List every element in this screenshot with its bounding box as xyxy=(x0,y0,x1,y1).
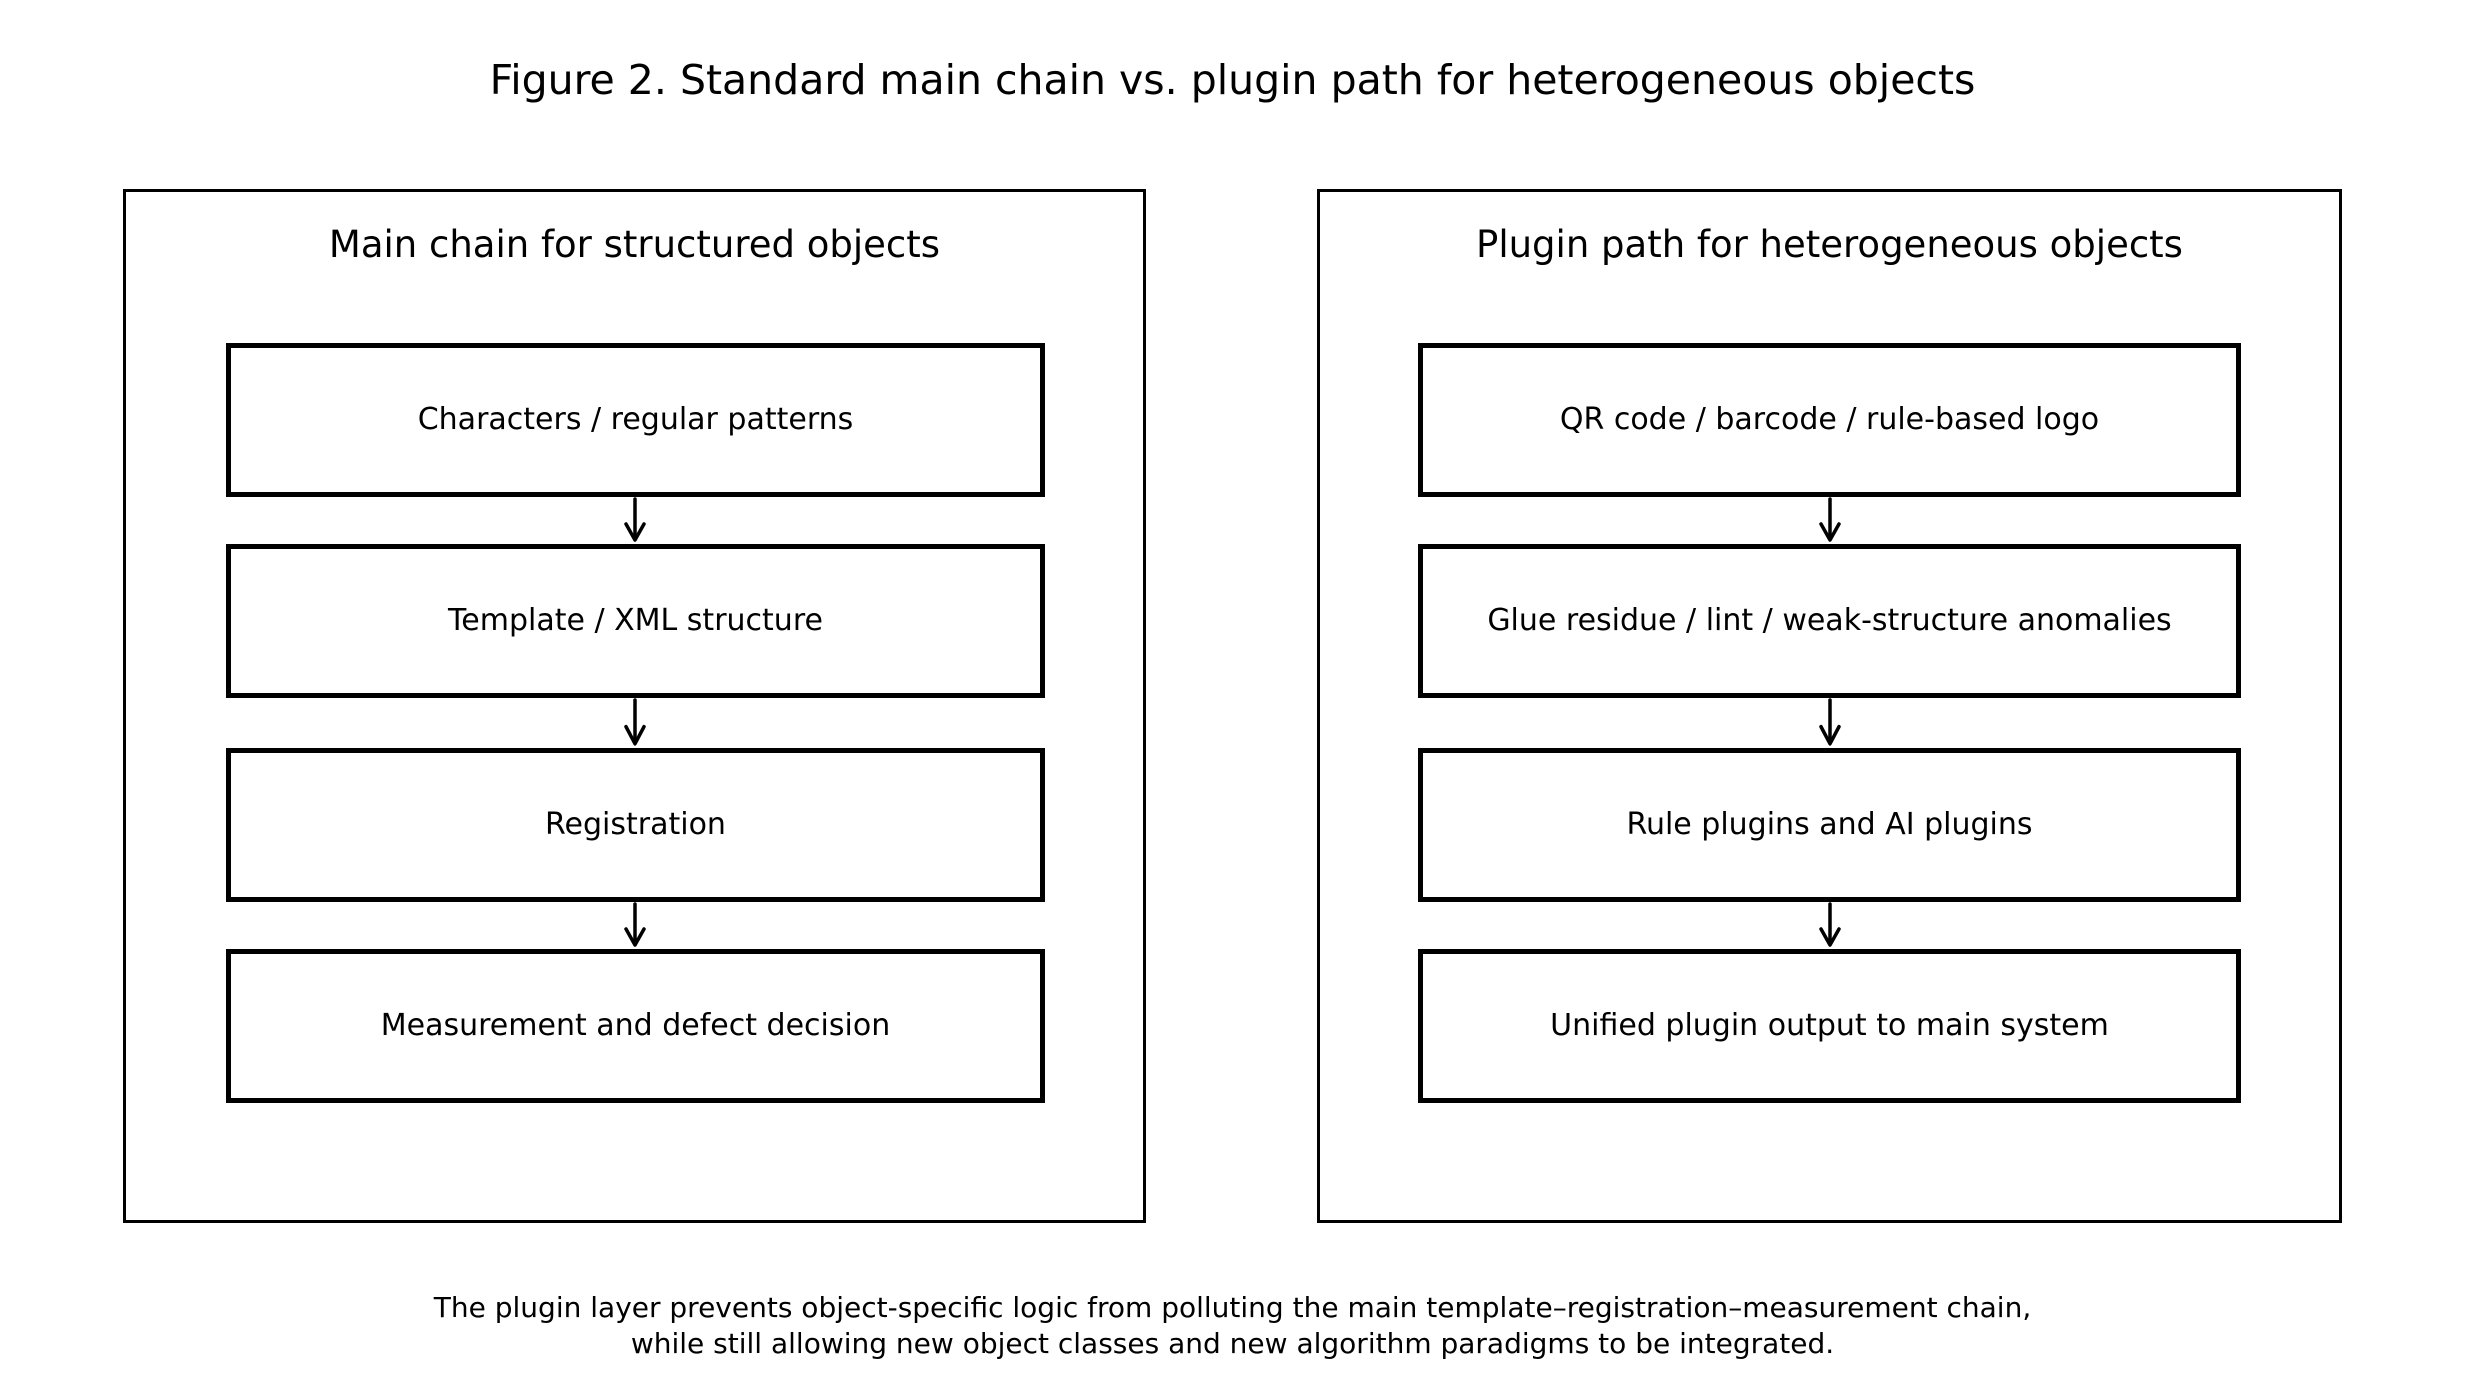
flow-box-characters-patterns: Characters / regular patterns xyxy=(226,343,1045,497)
down-arrow-icon xyxy=(1819,698,1841,746)
flow-box-label: Measurement and defect decision xyxy=(380,1008,891,1043)
flow-box-label: Glue residue / lint / weak-structure ano… xyxy=(1487,603,2172,638)
panel-main-chain: Main chain for structured objects Charac… xyxy=(123,189,1146,1223)
panel-main-chain-title: Main chain for structured objects xyxy=(328,223,941,266)
flow-box-qr-barcode-logo: QR code / barcode / rule-based logo xyxy=(1418,343,2241,497)
panel-plugin-path-title: Plugin path for heterogeneous objects xyxy=(1476,223,2183,266)
flow-box-unified-output: Unified plugin output to main system xyxy=(1418,949,2241,1103)
down-arrow-icon xyxy=(1819,902,1841,947)
flow-box-label: QR code / barcode / rule-based logo xyxy=(1559,402,2100,437)
flow-box-label: Unified plugin output to main system xyxy=(1550,1008,2109,1043)
figure-caption: The plugin layer prevents object-specifi… xyxy=(0,1290,2465,1362)
down-arrow-icon xyxy=(624,698,646,746)
caption-line-2: while still allowing new object classes … xyxy=(630,1327,1835,1360)
figure-title: Figure 2. Standard main chain vs. plugin… xyxy=(489,56,1976,104)
flow-box-template-xml: Template / XML structure xyxy=(226,544,1045,698)
flow-box-measurement-decision: Measurement and defect decision xyxy=(226,949,1045,1103)
down-arrow-icon xyxy=(1819,497,1841,542)
flow-box-rule-ai-plugins: Rule plugins and AI plugins xyxy=(1418,748,2241,902)
flow-box-label: Characters / regular patterns xyxy=(417,402,854,437)
flow-box-label: Registration xyxy=(545,807,726,842)
caption-line-1: The plugin layer prevents object-specifi… xyxy=(433,1291,2032,1324)
flow-box-label: Template / XML structure xyxy=(448,603,823,638)
down-arrow-icon xyxy=(624,497,646,542)
flow-box-label: Rule plugins and AI plugins xyxy=(1626,807,2033,842)
down-arrow-icon xyxy=(624,902,646,947)
flow-box-registration: Registration xyxy=(226,748,1045,902)
flow-box-glue-lint-anomalies: Glue residue / lint / weak-structure ano… xyxy=(1418,544,2241,698)
panel-plugin-path: Plugin path for heterogeneous objects QR… xyxy=(1317,189,2342,1223)
